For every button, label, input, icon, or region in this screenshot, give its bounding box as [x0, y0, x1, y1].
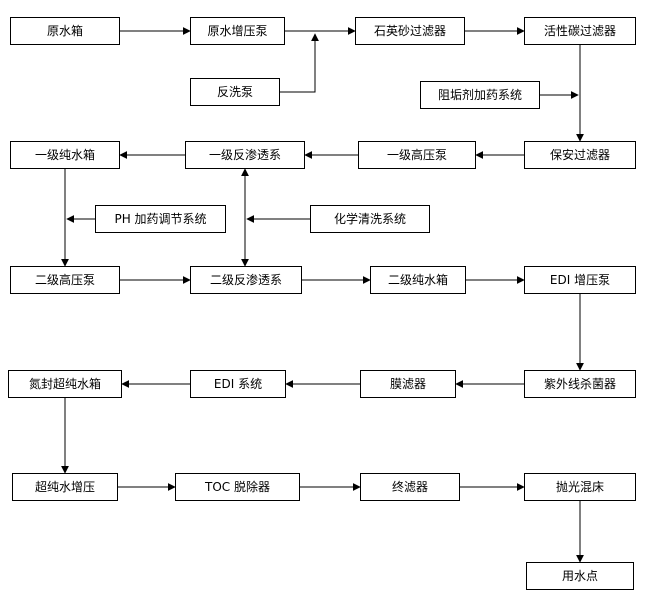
node-nitrogen-sealed-ultrapure-tank: 氮封超纯水箱 [8, 370, 122, 398]
node-membrane-filter: 膜滤器 [360, 370, 456, 398]
node-raw-water-booster-pump: 原水增压泵 [190, 17, 285, 45]
node-stage1-pure-water-tank: 一级纯水箱 [10, 141, 120, 169]
node-stage2-high-pressure-pump: 二级高压泵 [10, 266, 120, 294]
node-ultrapure-water-booster: 超纯水增压 [12, 473, 118, 501]
node-backwash-pump: 反洗泵 [190, 78, 280, 106]
node-stage1-ro-system: 一级反渗透系 [185, 141, 305, 169]
edge-backwash-pump-to-main-line [280, 33, 319, 93]
node-antiscalant-dosing-system: 阻垢剂加药系统 [420, 81, 540, 109]
node-final-filter: 终滤器 [360, 473, 460, 501]
node-raw-water-tank: 原水箱 [10, 17, 120, 45]
node-stage1-high-pressure-pump: 一级高压泵 [358, 141, 476, 169]
node-ph-dosing-system: PH 加药调节系统 [95, 205, 226, 233]
node-stage2-ro-system: 二级反渗透系 [190, 266, 302, 294]
node-edi-system: EDI 系统 [190, 370, 286, 398]
node-stage2-pure-water-tank: 二级纯水箱 [370, 266, 466, 294]
node-toc-remover: TOC 脱除器 [175, 473, 300, 501]
node-uv-sterilizer: 紫外线杀菌器 [524, 370, 636, 398]
node-activated-carbon-filter: 活性碳过滤器 [524, 17, 636, 45]
node-security-filter: 保安过滤器 [524, 141, 636, 169]
node-water-use-point: 用水点 [526, 562, 634, 590]
node-polishing-mixed-bed: 抛光混床 [524, 473, 636, 501]
node-chemical-cleaning-system: 化学清洗系统 [310, 205, 430, 233]
node-quartz-sand-filter: 石英砂过滤器 [355, 17, 465, 45]
node-edi-booster-pump: EDI 增压泵 [524, 266, 636, 294]
